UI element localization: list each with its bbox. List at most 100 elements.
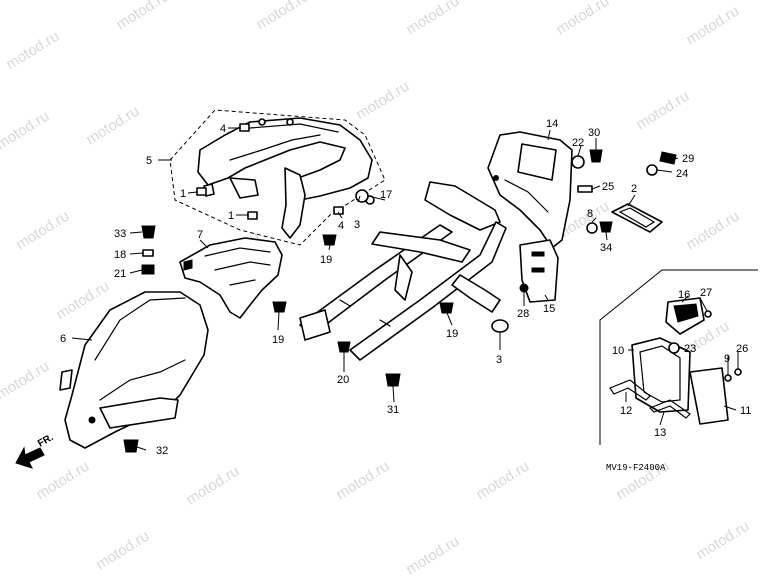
rear-fender-bolt-hole	[88, 416, 96, 424]
seat-cowl-ridge	[249, 123, 339, 133]
nut-24-icon	[646, 164, 658, 176]
cowl-grommet-a	[258, 118, 266, 126]
callout-4a: 4	[220, 123, 226, 135]
callout-24: 24	[676, 168, 688, 180]
callout-29: 29	[682, 153, 694, 165]
callout-3a: 3	[354, 219, 360, 231]
clip-4b-icon	[333, 206, 344, 215]
watermark-4: motod.ru	[403, 0, 462, 38]
watermark-6: motod.ru	[683, 3, 742, 49]
grommet-3b-icon	[491, 319, 509, 333]
watermark-20: motod.ru	[333, 458, 392, 504]
frame-cross-member	[371, 231, 471, 263]
nut-21-icon	[141, 264, 155, 275]
watermark-5: motod.ru	[553, 0, 612, 38]
seat-cowl-ridge-2	[229, 134, 321, 161]
callout-3b: 3	[496, 354, 502, 366]
callout-34: 34	[600, 242, 612, 254]
clip-1a-icon	[196, 187, 207, 196]
frame-rail-hatch-1	[339, 299, 351, 307]
bolt-19b-icon	[272, 301, 287, 313]
bolt-19c-icon	[439, 302, 454, 314]
rear-fender-mount-plate	[99, 397, 179, 429]
callout-33: 33	[114, 228, 126, 240]
seat-rail-frame[interactable]	[299, 181, 507, 361]
callout-14: 14	[546, 118, 558, 130]
callout-17: 17	[380, 189, 392, 201]
license-bracket-slot-2	[531, 267, 545, 273]
watermark-18: motod.ru	[33, 458, 92, 504]
license-light-lens-16	[673, 303, 699, 323]
inner-fender[interactable]	[179, 237, 283, 319]
callout-21: 21	[114, 268, 126, 280]
watermark-1: motod.ru	[3, 28, 62, 74]
license-bracket[interactable]	[519, 239, 559, 303]
callout-23: 23	[684, 343, 696, 355]
inner-fender-rib-2	[214, 261, 271, 271]
bolt-30-icon	[589, 149, 603, 163]
license-light-frame-inner	[639, 345, 681, 403]
frame-rear-bracket	[451, 274, 501, 313]
callout-13: 13	[654, 427, 666, 439]
rear-fender-inner-edge-2	[99, 359, 186, 401]
license-light-gasket-12	[609, 379, 651, 401]
inner-fender-clip	[183, 259, 193, 271]
reflector-plate[interactable]	[611, 203, 663, 233]
watermark-8: motod.ru	[83, 103, 142, 149]
bolt-20-icon	[337, 341, 351, 353]
inner-fender-rib-3	[229, 279, 256, 286]
reflector-plate-inner	[618, 207, 656, 228]
inset-screw-23	[668, 342, 680, 354]
front-direction-indicator: FR.	[15, 432, 56, 469]
collar-8-icon	[586, 222, 598, 234]
rear-cover[interactable]	[487, 131, 573, 249]
callout-labels: 5 1 1 4 4 3 7 6 33 18 21 19 19 19 20 31 …	[60, 118, 751, 457]
callout-22: 22	[572, 137, 584, 149]
frame-mid-strut	[394, 254, 413, 301]
rear-fender[interactable]	[59, 291, 209, 449]
license-light-gasket-13	[648, 399, 691, 419]
watermark-10: motod.ru	[633, 88, 692, 134]
bolt-32-icon	[123, 439, 139, 453]
rear-cover-hole	[493, 175, 499, 181]
watermark-16: motod.ru	[0, 358, 52, 404]
callout-19b: 19	[272, 334, 284, 346]
watermark-12: motod.ru	[53, 278, 112, 324]
callout-16: 16	[678, 289, 690, 301]
inset-screw-26	[734, 368, 742, 376]
cowl-grommet-b	[286, 118, 294, 126]
watermark-11: motod.ru	[13, 208, 72, 254]
bolt-34-icon	[599, 221, 613, 233]
grommet-3a-icon	[355, 189, 369, 203]
callout-28: 28	[517, 308, 529, 320]
seat-cowl-assembly[interactable]	[169, 109, 386, 246]
frame-rail-hatch-2	[379, 319, 391, 327]
front-direction-label: FR.	[36, 432, 56, 450]
callout-27: 27	[700, 287, 712, 299]
callout-2: 2	[631, 183, 637, 195]
callout-6: 6	[60, 333, 66, 345]
callout-12: 12	[620, 405, 632, 417]
license-light-inset[interactable]	[599, 269, 758, 445]
nut-28-icon	[519, 283, 529, 293]
inset-screw-9	[724, 374, 732, 382]
callout-5: 5	[146, 155, 152, 167]
washer-18-icon	[142, 249, 154, 257]
rear-cover-edge	[504, 179, 549, 213]
watermark-25: motod.ru	[693, 518, 752, 564]
watermark-3: motod.ru	[253, 0, 312, 33]
callout-7: 7	[197, 229, 203, 241]
callout-26: 26	[736, 343, 748, 355]
callout-19a: 19	[320, 254, 332, 266]
callout-8: 8	[587, 208, 593, 220]
rear-fender-tab	[59, 369, 73, 391]
watermark-15: motod.ru	[683, 208, 742, 254]
inner-fender-rib-1	[204, 247, 271, 257]
callout-19c: 19	[446, 328, 458, 340]
callout-9: 9	[724, 353, 730, 365]
inset-screw-27	[704, 310, 712, 318]
frame-top-crossbar	[424, 181, 501, 231]
callout-32: 32	[156, 445, 168, 457]
frame-end-plate-left	[299, 309, 331, 341]
